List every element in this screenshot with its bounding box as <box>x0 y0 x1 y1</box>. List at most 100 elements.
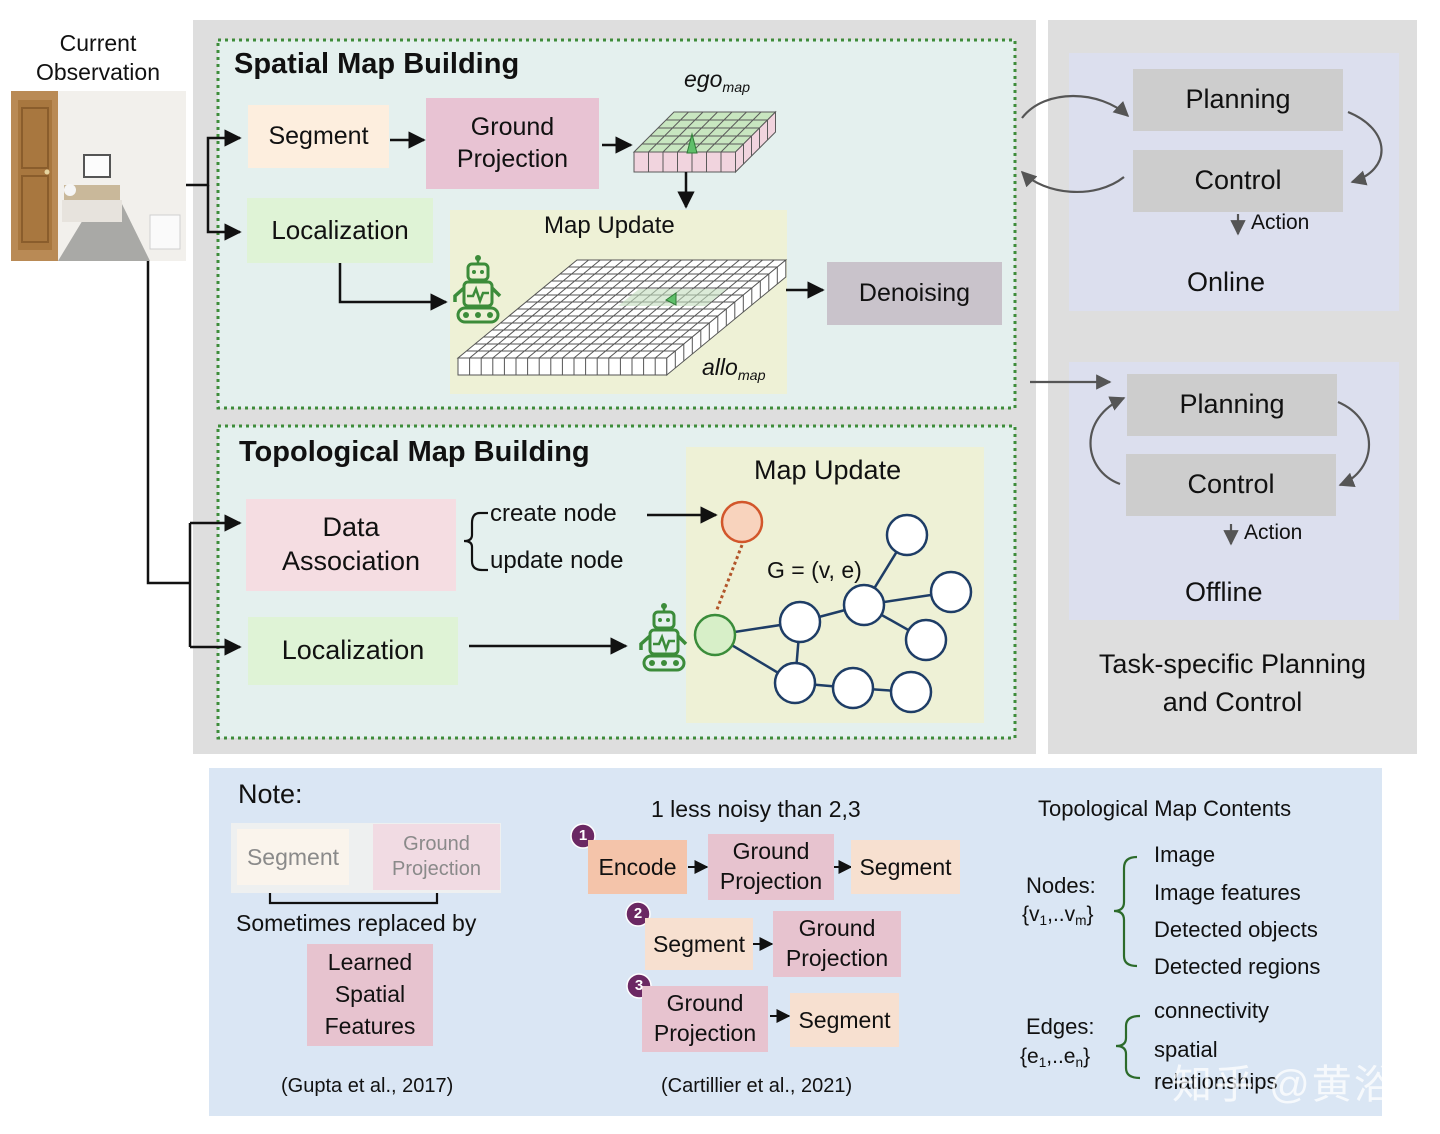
edges-set-c: ,..e <box>1046 1045 1076 1068</box>
faded-gp-box: Ground Projection <box>373 824 500 890</box>
topo-graph <box>693 500 973 714</box>
nodes-set-c: ,..v <box>1047 903 1076 926</box>
p2-gp-box: Ground Projection <box>773 911 901 977</box>
data-association-line1: Data <box>322 512 380 543</box>
offline-planning-box: Planning <box>1127 374 1337 436</box>
online-control-box: Control <box>1133 150 1343 212</box>
observation-title-line2: Observation <box>35 59 160 85</box>
watermark: 知乎 @黄浴 <box>1172 1063 1396 1107</box>
note-connectors <box>268 851 1141 1080</box>
node-item: Detected regions <box>1154 954 1321 979</box>
ground-projection-box: Ground Projection <box>426 98 599 189</box>
offline-planning-label: Planning <box>1179 389 1285 420</box>
learned-features-box: Learned Spatial Features <box>307 944 433 1046</box>
p1-gp-box: Ground Projection <box>708 834 834 900</box>
note-title: Note: <box>238 779 303 809</box>
p1-segment-box: Segment <box>851 840 960 894</box>
p3-gp-line2: Projection <box>653 1020 757 1046</box>
citation-gupta: (Gupta et al., 2017) <box>281 1075 454 1097</box>
p2-segment-label: Segment <box>652 930 746 957</box>
ground-projection-line2: Projection <box>456 144 569 173</box>
p1-segment-label: Segment <box>859 853 952 880</box>
robot-icon <box>639 603 688 672</box>
task-title-line1: Task-specific Planning <box>1098 649 1367 680</box>
allo-map-sub: map <box>737 367 766 384</box>
spatial-arrows <box>338 131 825 311</box>
graph-node <box>929 570 973 614</box>
noisy-title: 1 less noisy than 2,3 <box>651 796 861 822</box>
p3-segment-label: Segment <box>798 1006 891 1033</box>
online-action-label: Action <box>1251 211 1310 234</box>
faded-segment-label: Segment <box>246 843 340 870</box>
graph-node <box>842 583 886 627</box>
p1-encode-label: Encode <box>598 853 677 880</box>
p2-gp-line2: Projection <box>785 945 889 971</box>
offline-label: Offline <box>1185 577 1263 607</box>
spatial-map-update-label: Map Update <box>544 212 675 239</box>
localization-label-topo: Localization <box>281 635 425 666</box>
nodes-set-d: m <box>1075 913 1087 929</box>
p3-segment-box: Segment <box>790 993 899 1047</box>
graph-node <box>773 661 817 705</box>
graph-node-current <box>693 613 737 657</box>
nodes-set-b: 1 <box>1039 913 1048 929</box>
offline-control-label: Control <box>1187 469 1275 500</box>
nodes-set: {v1,..vm} <box>1022 903 1094 928</box>
denoising-label: Denoising <box>858 278 971 307</box>
citation-cartillier: (Cartillier et al., 2021) <box>661 1075 853 1097</box>
data-association-box: Data Association <box>246 499 456 591</box>
badge-1-text: 1 <box>578 826 588 844</box>
ego-map-label: egomap <box>684 66 750 96</box>
online-loops <box>1020 94 1383 236</box>
offline-action-label: Action <box>1244 521 1303 544</box>
observation-title: Current Observation <box>10 28 186 88</box>
edges-set-b: 1 <box>1038 1055 1047 1071</box>
node-item: Detected objects <box>1154 917 1318 942</box>
learned-line2: Spatial <box>334 981 406 1008</box>
ego-map-sub: map <box>722 79 751 96</box>
ego-map-main: ego <box>684 66 723 92</box>
online-label: Online <box>1187 267 1266 297</box>
allo-map-main: allo <box>702 354 738 380</box>
node-item: Image <box>1154 842 1216 867</box>
topological-arrows <box>463 506 718 655</box>
faded-segment-box: Segment <box>237 829 349 885</box>
p3-gp-box: Ground Projection <box>642 986 768 1052</box>
badge-2-text: 2 <box>633 904 643 922</box>
nodes-label: Nodes: <box>1026 873 1096 898</box>
node-item: Image features <box>1154 880 1301 905</box>
graph-node-new <box>720 500 764 544</box>
online-planning-box: Planning <box>1133 69 1343 131</box>
task-title-line2: and Control <box>1162 687 1303 717</box>
segment-box: Segment <box>248 105 389 168</box>
spatial-title: Spatial Map Building <box>234 48 520 80</box>
robot-icon <box>453 255 502 324</box>
offline-control-box: Control <box>1126 454 1336 516</box>
graph-node <box>904 618 948 662</box>
localization-label-spatial: Localization <box>271 215 409 246</box>
edges-set-a: {e <box>1020 1045 1039 1068</box>
replaced-by-label: Sometimes replaced by <box>236 910 477 936</box>
observation-title-line1: Current <box>59 30 137 57</box>
graph-node <box>831 666 875 710</box>
graph-label: G = (v, e) <box>767 557 862 583</box>
ground-projection-line1: Ground <box>470 113 555 142</box>
graph-node <box>885 513 929 557</box>
observation-photo <box>11 91 186 261</box>
p2-segment-box: Segment <box>645 918 753 970</box>
faded-gp-line1: Ground <box>403 833 470 855</box>
create-node-label: create node <box>490 500 617 527</box>
edges-label: Edges: <box>1026 1014 1095 1039</box>
edge-item: spatial <box>1154 1037 1218 1062</box>
badge-3-text: 3 <box>634 976 644 994</box>
ego-map-grid <box>632 110 777 174</box>
online-control-label: Control <box>1194 165 1282 196</box>
data-association-line2: Association <box>281 546 421 576</box>
p1-gp-line1: Ground <box>732 838 810 865</box>
faded-gp-line2: Projection <box>392 858 481 880</box>
graph-node <box>778 600 822 644</box>
contents-title: Topological Map Contents <box>1038 796 1292 821</box>
edge-item: connectivity <box>1154 998 1269 1023</box>
badge-2 <box>625 901 651 927</box>
nodes-set-a: {v <box>1022 903 1040 926</box>
